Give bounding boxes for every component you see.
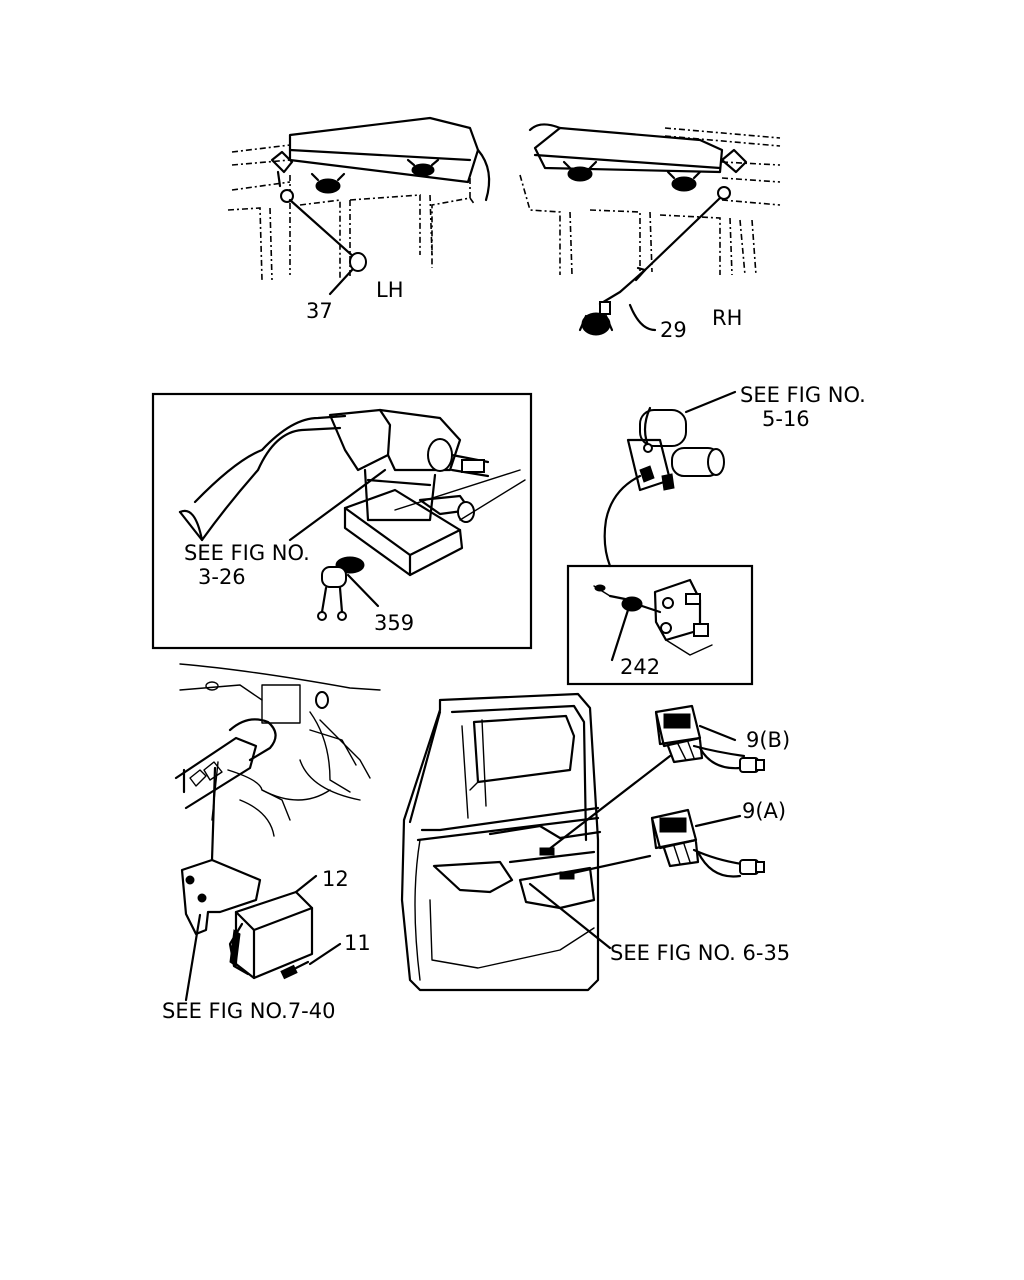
dash-relay-assembly xyxy=(174,663,381,1002)
label-see-fig-3-26-b: 3-26 xyxy=(198,565,246,589)
label-see-fig-5-16-a: SEE FIG NO. xyxy=(740,383,866,407)
label-lh: LH xyxy=(376,278,404,302)
label-242: 242 xyxy=(620,655,660,679)
lh-roof-assembly xyxy=(227,116,491,296)
label-see-fig-7-40: SEE FIG NO.7-40 xyxy=(162,999,336,1023)
inset-box-242 xyxy=(566,564,754,686)
label-359: 359 xyxy=(374,611,414,635)
label-9b: 9(B) xyxy=(746,728,790,752)
label-see-fig-3-26-a: SEE FIG NO. xyxy=(184,541,310,565)
label-see-fig-6-35: SEE FIG NO. 6-35 xyxy=(610,941,790,965)
label-9a: 9(A) xyxy=(742,799,786,823)
motor-assembly xyxy=(603,390,737,568)
door-panel-assembly xyxy=(400,692,765,992)
label-rh: RH xyxy=(712,306,742,330)
inset-box-359 xyxy=(151,392,533,650)
label-12: 12 xyxy=(322,867,349,891)
label-37: 37 xyxy=(306,299,333,323)
label-11: 11 xyxy=(344,931,371,955)
label-see-fig-5-16-b: 5-16 xyxy=(762,407,810,431)
shift-lever-assembly xyxy=(178,408,526,621)
switch-242-assembly xyxy=(593,578,713,662)
label-29: 29 xyxy=(660,318,687,342)
rh-roof-assembly xyxy=(519,123,781,336)
